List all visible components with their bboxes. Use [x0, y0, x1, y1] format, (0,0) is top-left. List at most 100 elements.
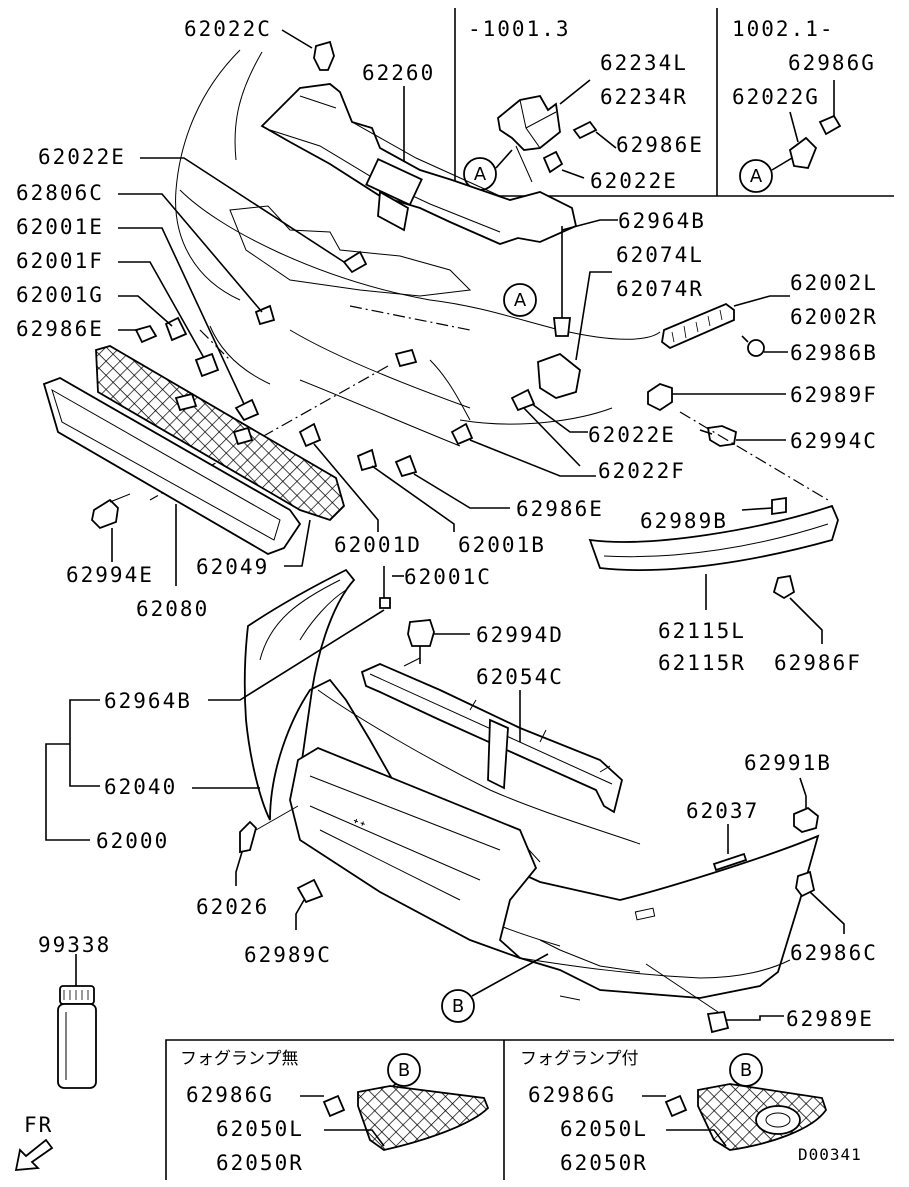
leader: [118, 261, 205, 359]
clip-62022C-part: [313, 40, 335, 71]
nut-62989F-part: [647, 383, 673, 412]
leader: [771, 157, 793, 171]
reinforcement-62054C-part: [360, 657, 624, 814]
label-62989C: 62989C: [244, 943, 332, 967]
label-62022G: 62022G: [732, 85, 820, 109]
clip-62001B-part: [356, 448, 378, 472]
leader: [295, 899, 305, 930]
leader: [324, 1129, 385, 1147]
screw-62986E-inset: [572, 120, 617, 149]
label-62037: 62037: [686, 799, 759, 823]
bumper-grille-opening: ᐩᐩ: [289, 746, 538, 959]
grille-frame-62080-part: [42, 377, 302, 555]
label-62001B: 62001B: [458, 533, 546, 557]
bolt-62994D-part: [407, 619, 435, 664]
leader: [118, 295, 173, 327]
leader: [118, 193, 263, 313]
label-62989E: 62989E: [786, 1007, 874, 1031]
fog-without-part-l: 62050L: [216, 1117, 304, 1141]
bolt-62994E-part: [91, 493, 131, 530]
grille-tab: [174, 392, 198, 412]
leader: [208, 609, 385, 701]
label-62040: 62040: [104, 775, 177, 799]
clip-ghost-part: [394, 348, 418, 368]
fog-lamp-hole-inner: [765, 1112, 791, 1128]
ghost-dash-a: [349, 305, 471, 331]
label-62001C: 62001C: [404, 565, 492, 589]
label-62989B: 62989B: [640, 509, 728, 533]
label-62074L: 62074L: [616, 243, 704, 267]
leader: [789, 597, 823, 644]
label-62989F: 62989F: [790, 383, 878, 407]
ref-circle-a-inset2-label: A: [750, 166, 763, 187]
leader: [235, 851, 243, 886]
label-62964B-top: 62964B: [618, 209, 706, 233]
body-outline-ghost: [175, 49, 661, 447]
label-62001G: 62001G: [16, 283, 104, 307]
leader: [313, 443, 379, 532]
leader: [733, 295, 790, 307]
label-62000: 62000: [96, 829, 169, 853]
label-62026: 62026: [196, 895, 269, 919]
clip-62022E-inset: [515, 145, 585, 183]
ref-circle-b-main-label: B: [452, 996, 464, 1017]
label-62022C: 62022C: [184, 17, 272, 41]
grille-mesh-62049-part: [95, 345, 346, 522]
fog-with-part-r: 62050R: [560, 1151, 648, 1175]
fog-with-title: フォグランプ付: [520, 1049, 639, 1069]
leader: [666, 1129, 727, 1147]
screw-62986E-part: [134, 324, 158, 344]
label-62074R: 62074R: [616, 277, 704, 301]
ghost-dash-c: [199, 329, 231, 361]
bracket-62002-part: [661, 302, 735, 350]
cap-62026-part: [239, 820, 258, 854]
clip-62001G-part: [164, 316, 188, 342]
clip-62001E-part: [234, 398, 260, 422]
clip-62001D-part: [298, 422, 322, 448]
fog-with-part-l: 62050L: [560, 1117, 648, 1141]
variant-early-label: -1001.3: [468, 17, 571, 41]
screw-62986C-part: [795, 870, 816, 898]
label-62986E: 62986E: [16, 317, 104, 341]
fog-with-screw-label: 62986G: [528, 1083, 616, 1107]
ref-circle-a-inset2: [739, 159, 773, 193]
label-62001E: 62001E: [16, 215, 104, 239]
clip-guide: [645, 963, 719, 1013]
leader: [118, 227, 245, 405]
clip-62022G-part: [788, 111, 818, 169]
label-62806C: 62806C: [16, 181, 104, 205]
ghost-dash-d: [679, 411, 829, 501]
label-62234R: 62234R: [600, 85, 688, 109]
label-62986F: 62986F: [774, 651, 862, 675]
ref-circle-a-main-label: A: [514, 290, 527, 311]
leader: [284, 519, 311, 567]
label-62986G-top: 62986G: [788, 51, 876, 75]
fog-without-screw-label: 62986G: [186, 1083, 274, 1107]
fog-without-title: フォグランプ無: [180, 1049, 299, 1069]
label-62002R: 62002R: [790, 305, 878, 329]
leader: [495, 149, 513, 169]
logo-mark: ᐩᐩ: [349, 814, 369, 837]
label-62986C: 62986C: [790, 941, 878, 965]
bracket-62074-part: [537, 352, 581, 399]
label-62001D: 62001D: [334, 533, 422, 557]
label-62080: 62080: [136, 597, 209, 621]
screw-62986B-part: [741, 335, 765, 357]
label-62964B: 62964B: [104, 689, 192, 713]
label-62986B: 62986B: [790, 341, 878, 365]
label-62986E-inset: 62986E: [616, 133, 704, 157]
clip-62001F-part: [194, 352, 220, 378]
ref-circle-b-main: [441, 989, 475, 1023]
leader: [726, 1015, 784, 1021]
clip-62022F-part: [450, 422, 474, 446]
label-62022F: 62022F: [598, 459, 686, 483]
leader: [471, 953, 549, 997]
label-62986E-b: 62986E: [516, 497, 604, 521]
bolt-62964B-part: [379, 566, 391, 609]
fr-label: FR: [24, 1113, 53, 1137]
leader: [741, 507, 773, 511]
leader: [469, 439, 596, 477]
label-62022E-inset: 62022E: [590, 169, 678, 193]
leader: [809, 891, 845, 934]
